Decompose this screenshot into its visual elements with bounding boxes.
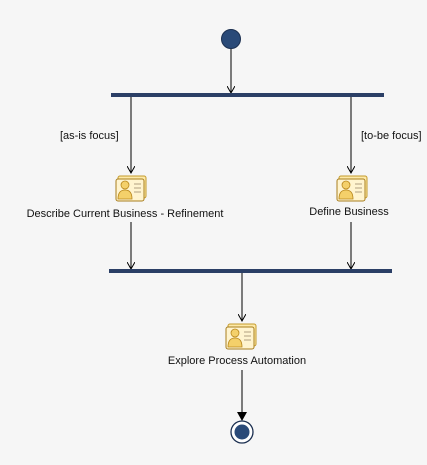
guard-label-to-be: [to-be focus] bbox=[361, 130, 422, 142]
initial-node[interactable] bbox=[221, 29, 241, 49]
activity-label-define[interactable]: Define Business bbox=[309, 206, 389, 218]
activity-person-card-icon[interactable] bbox=[336, 175, 368, 202]
guard-label-as-is: [as-is focus] bbox=[60, 130, 119, 142]
activity-person-card-icon[interactable] bbox=[225, 323, 257, 350]
join-bar[interactable] bbox=[109, 269, 392, 273]
fork-bar[interactable] bbox=[111, 93, 384, 97]
activity-person-card-icon[interactable] bbox=[115, 175, 147, 202]
activity-label-describe[interactable]: Describe Current Business - Refinement bbox=[26, 208, 224, 220]
activity-label-explore[interactable]: Explore Process Automation bbox=[167, 355, 307, 367]
final-node[interactable] bbox=[230, 420, 254, 444]
